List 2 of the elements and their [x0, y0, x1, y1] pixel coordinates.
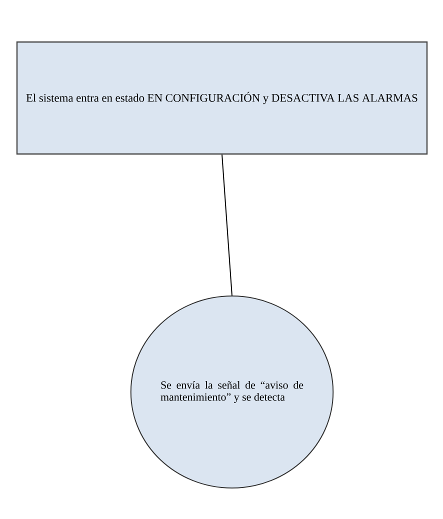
connector-line: [222, 154, 232, 296]
process-box: El sistema entra en estado EN CONFIGURACIÓN y DESACTIVA LAS ALARMAS: [16, 41, 428, 155]
